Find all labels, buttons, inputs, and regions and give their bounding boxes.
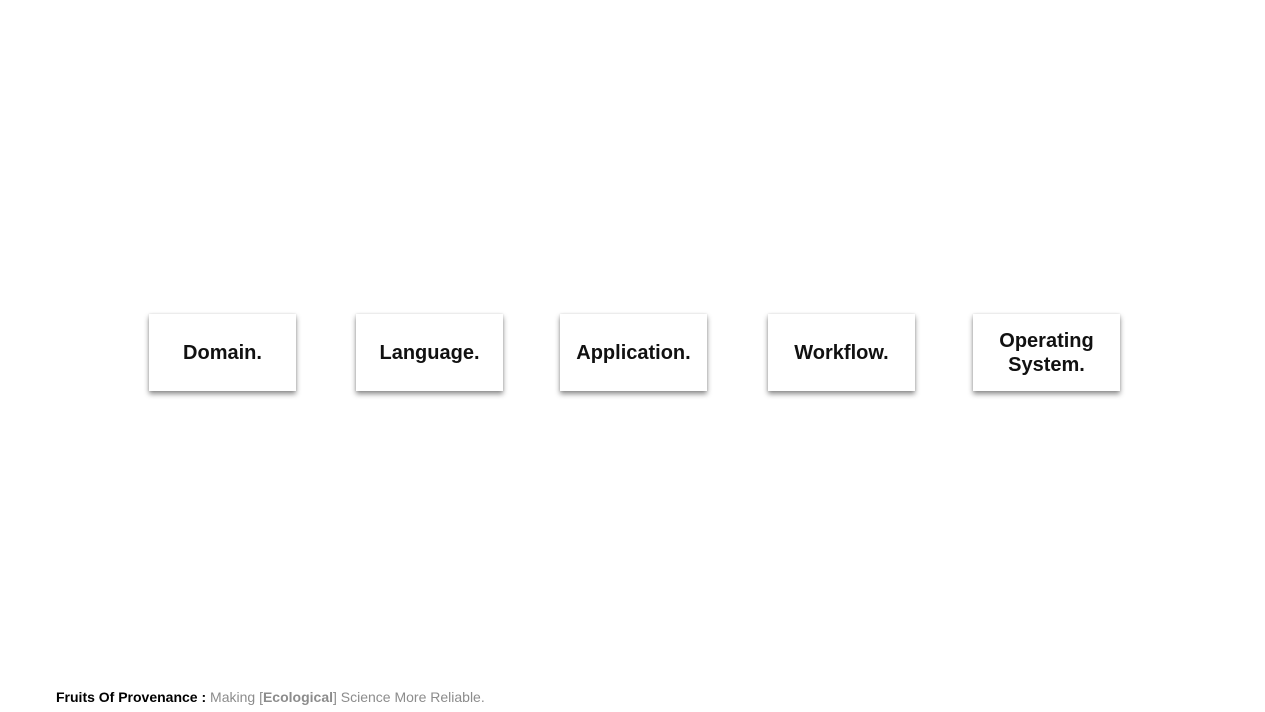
card-workflow: Workflow. xyxy=(768,314,915,391)
card-label: Domain. xyxy=(183,341,262,364)
card-domain: Domain. xyxy=(149,314,296,391)
card-label: Language. xyxy=(379,341,480,364)
card-label: Workflow. xyxy=(794,341,889,364)
slide-footer: Fruits Of Provenance : Making [Ecologica… xyxy=(56,688,485,706)
card-operating-system: Operating System. xyxy=(973,314,1120,391)
card-language: Language. xyxy=(356,314,503,391)
footer-text-after: ] Science More Reliable. xyxy=(333,689,485,705)
card-label: Application. xyxy=(576,341,691,364)
footer-text-before: Making [ xyxy=(210,689,263,705)
card-application: Application. xyxy=(560,314,707,391)
card-label: Operating System. xyxy=(999,329,1094,376)
footer-emphasis: Ecological xyxy=(262,689,333,705)
footer-title: Fruits Of Provenance : xyxy=(56,689,207,705)
